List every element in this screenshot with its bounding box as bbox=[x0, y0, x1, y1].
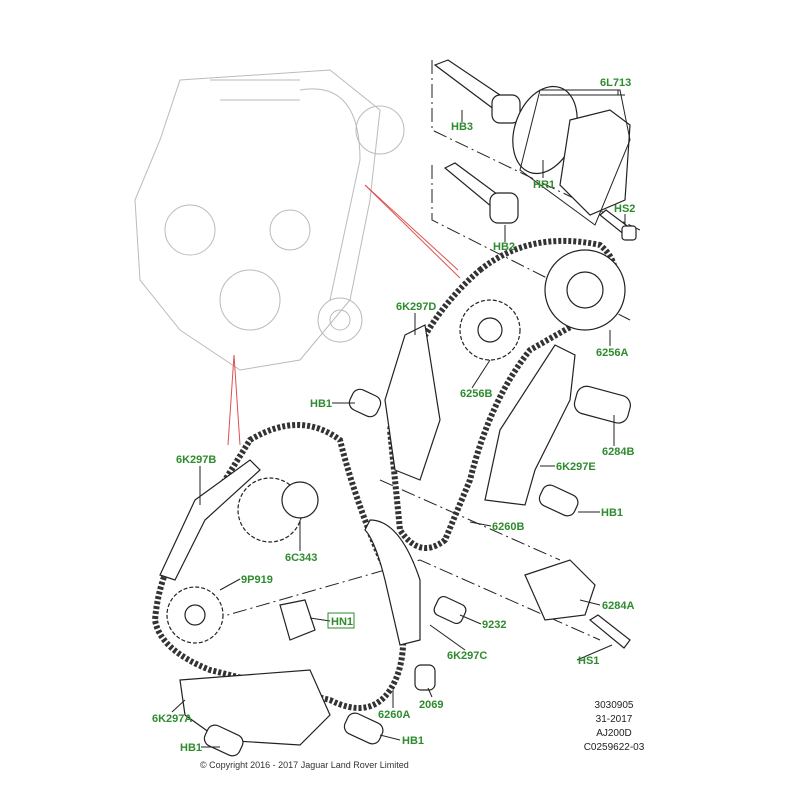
reference-line: AJ200D bbox=[596, 728, 632, 739]
reference-line: C0259622-03 bbox=[584, 742, 645, 753]
label-2069: 2069 bbox=[419, 699, 443, 711]
tensioner-6284a bbox=[524, 559, 596, 621]
reference-line: 31-2017 bbox=[596, 714, 633, 725]
label-6l713: 6L713 bbox=[600, 77, 631, 89]
hn1-box bbox=[327, 612, 355, 629]
label-6284b: 6284B bbox=[602, 446, 634, 458]
guide-6k297b bbox=[159, 459, 261, 581]
bolt-hs1 bbox=[588, 614, 631, 649]
label-6k297a: 6K297A bbox=[152, 713, 192, 725]
callout-line bbox=[364, 184, 459, 271]
sprocket-hub bbox=[281, 481, 319, 519]
leader-lines bbox=[171, 90, 626, 748]
alignment-line bbox=[209, 559, 601, 641]
label-hb1: HB1 bbox=[180, 742, 202, 754]
alignment-line bbox=[379, 479, 561, 561]
sprocket-hub bbox=[184, 604, 206, 626]
label-6256a: 6256A bbox=[596, 347, 628, 359]
callout-line bbox=[364, 184, 461, 279]
nut-hn1 bbox=[279, 599, 316, 641]
label-6k297b: 6K297B bbox=[176, 454, 216, 466]
label-9232: 9232 bbox=[482, 619, 506, 631]
label-9p919: 9P919 bbox=[241, 574, 273, 586]
sprocket-hub bbox=[566, 271, 604, 309]
bolt-hb1 bbox=[538, 484, 579, 517]
guide-6k297e bbox=[484, 344, 576, 506]
bolt-hb1 bbox=[343, 712, 384, 745]
label-6260a: 6260A bbox=[378, 709, 410, 721]
guide-6k297a bbox=[179, 669, 331, 746]
bolt-hs2 bbox=[599, 209, 637, 241]
bolt-hb1 bbox=[348, 388, 382, 418]
label-hs1: HS1 bbox=[578, 655, 599, 667]
bolt-hb1 bbox=[203, 724, 244, 757]
label-6284a: 6284A bbox=[602, 600, 634, 612]
group-outline bbox=[519, 89, 631, 226]
label-hb1: HB1 bbox=[402, 735, 424, 747]
bolt-9232 bbox=[433, 595, 467, 625]
engine-overview-ghost bbox=[134, 69, 405, 371]
tensioner-6284b bbox=[573, 385, 631, 424]
bolt-2069 bbox=[414, 664, 436, 691]
label-6256b: 6256B bbox=[460, 388, 492, 400]
callout-line bbox=[233, 354, 241, 446]
label-hb2: HB2 bbox=[493, 241, 515, 253]
label-6k297e: 6K297E bbox=[556, 461, 596, 473]
reference-line: 3030905 bbox=[595, 700, 634, 711]
label-hb3: HB3 bbox=[451, 121, 473, 133]
guide-6k297c bbox=[364, 519, 421, 646]
cover-6l713 bbox=[559, 109, 631, 216]
label-6k297c: 6K297C bbox=[447, 650, 487, 662]
label-hs2: HS2 bbox=[614, 203, 635, 215]
label-6k297d: 6K297D bbox=[396, 301, 436, 313]
guide-6k297d bbox=[384, 324, 441, 481]
label-6c343: 6C343 bbox=[285, 552, 317, 564]
bolt-hb2 bbox=[443, 162, 519, 224]
label-6260b: 6260B bbox=[492, 521, 524, 533]
label-hb1: HB1 bbox=[601, 507, 623, 519]
label-hn1: HN1 bbox=[331, 616, 353, 628]
label-hr1: HR1 bbox=[533, 179, 555, 191]
chain-6260a bbox=[151, 422, 407, 711]
alignment-line bbox=[431, 60, 641, 231]
bolt-hb3 bbox=[433, 59, 521, 124]
sprocket-hub bbox=[477, 317, 503, 343]
copyright: © Copyright 2016 - 2017 Jaguar Land Rove… bbox=[200, 760, 409, 770]
callout-line bbox=[227, 354, 235, 446]
label-hb1: HB1 bbox=[310, 398, 332, 410]
